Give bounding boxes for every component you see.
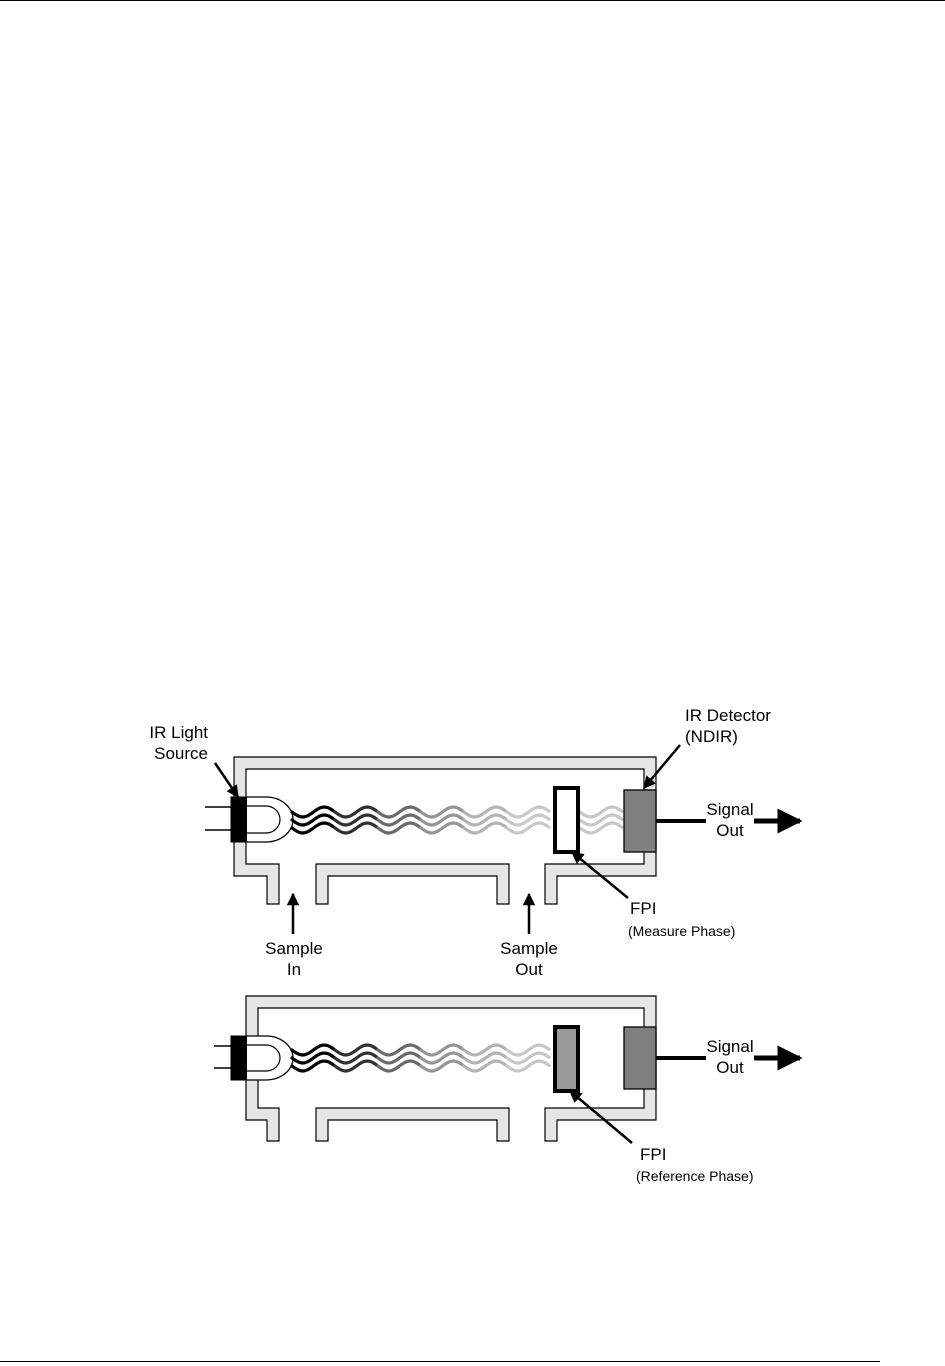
pointer-fpi-measure [571,851,629,899]
sample-out-label-line1: Sample [500,939,558,958]
ir-lamp-bulb-reference [247,1035,294,1081]
ir-wave-segment [462,813,508,827]
ir-wave-segment [462,1051,508,1065]
sample-out-label-line2: Out [515,960,543,979]
ir-wave-segment [505,1043,551,1057]
ir-waves-transmitted [578,805,624,835]
fpi-filter-measure [553,786,580,854]
ir-wave-segment [333,1059,379,1073]
pointer-ir-source [213,762,240,799]
ir-wave-segment [419,805,465,819]
signal-out-label-line2: Out [716,821,744,840]
header-rule [0,0,945,1]
ir-wave-segment [505,821,551,835]
ir-wave-segment [505,813,551,827]
cell-floor-measure [315,863,510,905]
ir-source-block-reference [230,1035,248,1081]
ir-wave-segment [376,1059,422,1073]
ir-wave-segment [290,813,336,827]
ir-detector-reference [623,1026,657,1090]
ir-wave-segment [290,1043,336,1057]
ir-wave-segment [376,1043,422,1057]
ir-wave-segment [578,813,624,827]
fpi-filter-reference [553,1025,580,1093]
ir-wave-segment [333,1043,379,1057]
ir-detector-label-line1: IR Detector [685,706,771,725]
cell-floor-reference [315,1107,510,1142]
ir-wave-segment [462,1043,508,1057]
ir-detector-label-line2: (NDIR) [685,727,738,746]
ir-wave-segment [333,1051,379,1065]
fpi-label-measure: FPI [630,899,656,918]
measure-phase-label: (Measure Phase) [628,923,735,939]
footer-rule [0,1361,880,1362]
ir-wave-segment [419,1043,465,1057]
ir-wave-segment [462,1059,508,1073]
sample-in-label-line2: In [287,960,301,979]
cell-wall-reference [245,995,657,1142]
cell-wall-measure [233,756,657,905]
ir-wave-segment [419,1051,465,1065]
ir-lamp-bulb [247,796,294,843]
ir-wave-segment [376,1051,422,1065]
ir-wave-segment [290,805,336,819]
pointer-fpi-reference [569,1090,633,1144]
ir-wave-segment [505,1059,551,1073]
ir-wave-segment [333,813,379,827]
ir-detector-measure [623,789,657,853]
measure-phase-assembly: IR Light Source IR Detector (NDIR) Signa… [149,706,803,979]
ir-wave-segment [290,1051,336,1065]
sample-in-label-line1: Sample [265,939,323,958]
fpi-label-reference: FPI [640,1145,666,1164]
ir-wave-segment [333,805,379,819]
ir-source-block [230,796,248,843]
ir-wave-segment [462,805,508,819]
signal-out-label-line1: Signal [706,800,753,819]
pointer-ir-detector [643,744,681,789]
ir-source-label-line1: IR Light [149,723,208,742]
ir-wave-segment [376,821,422,835]
ir-waves-measure [290,805,551,835]
ir-wave-segment [462,821,508,835]
ir-wave-segment [578,821,624,835]
reference-phase-label: (Reference Phase) [636,1168,754,1184]
signal-out-label-ref-line2: Out [716,1058,744,1077]
ir-wave-segment [290,821,336,835]
ir-waves-reference [290,1043,551,1073]
ir-wave-segment [290,1059,336,1073]
reference-phase-assembly: Signal Out FPI (Reference Phase) [214,995,803,1184]
ir-wave-segment [578,805,624,819]
ir-source-label-line2: Source [154,744,208,763]
ir-wave-segment [333,821,379,835]
ir-wave-segment [505,805,551,819]
ir-wave-segment [419,821,465,835]
ir-wave-segment [419,1059,465,1073]
ir-wave-segment [376,805,422,819]
ir-wave-segment [419,813,465,827]
ir-wave-segment [505,1051,551,1065]
ir-wave-segment [376,813,422,827]
signal-out-label-ref-line1: Signal [706,1037,753,1056]
